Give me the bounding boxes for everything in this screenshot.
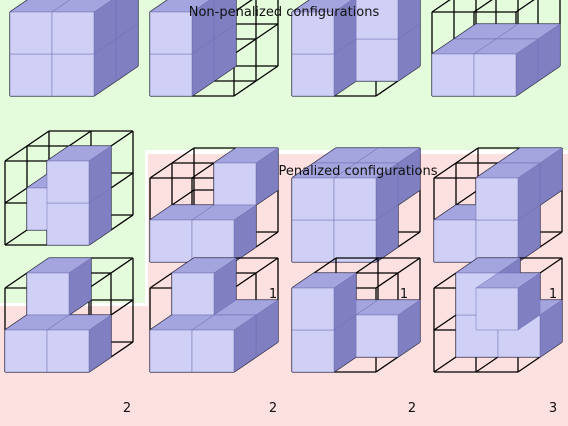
configuration-6: 1: [149, 147, 279, 302]
filled-cube: [291, 0, 357, 55]
configuration-5: [4, 130, 134, 246]
configuration-4: [431, 0, 561, 97]
filled-cells: [455, 257, 563, 358]
filled-cube: [171, 257, 237, 316]
filled-cube: [46, 145, 112, 204]
filled-cube: [213, 147, 279, 206]
non-penalized-heading: Non-penalized configurations: [188, 5, 380, 20]
filled-cube: [51, 0, 117, 55]
filled-cube: [355, 299, 421, 358]
penalty-label: 2: [408, 401, 416, 416]
filled-cube: [355, 0, 421, 40]
configuration-2: [149, 0, 279, 97]
filled-cube: [149, 0, 215, 55]
filled-cells: [291, 272, 421, 373]
configuration-9: 2: [4, 257, 134, 416]
filled-cube: [475, 162, 541, 221]
filled-cells: [433, 147, 563, 263]
penalty-label: 1: [400, 287, 408, 302]
configuration-7: 1: [291, 147, 421, 302]
penalized-region: [0, 154, 568, 426]
filled-cube: [191, 204, 257, 263]
non-penalized-region: [0, 0, 568, 303]
filled-cells: [4, 257, 112, 373]
filled-cells: [431, 23, 561, 97]
filled-cells: [291, 0, 421, 97]
filled-cells: [9, 0, 139, 97]
filled-cube: [291, 272, 357, 331]
penalty-label: 3: [549, 401, 557, 416]
penalty-label: 2: [269, 401, 277, 416]
configuration-1: [9, 0, 139, 97]
penalty-label: 1: [269, 287, 277, 302]
filled-cube: [26, 257, 92, 316]
filled-cube: [473, 38, 539, 97]
filled-cube: [333, 162, 399, 221]
penalized-heading: Penalized configurations: [278, 164, 438, 179]
filled-cells: [149, 0, 237, 97]
penalty-label: 1: [549, 287, 557, 302]
configuration-12: 3: [433, 257, 563, 416]
filled-cube: [46, 187, 112, 246]
penalty-label: 2: [123, 401, 131, 416]
filled-cells: [149, 257, 279, 373]
filled-cube: [46, 314, 112, 373]
configuration-11: 2: [291, 257, 421, 416]
filled-cube: [191, 314, 257, 373]
filled-cells: [149, 147, 279, 263]
configuration-10: 2: [149, 257, 279, 416]
filled-cube: [475, 272, 541, 331]
configuration-3: [291, 0, 421, 97]
filled-cells: [291, 147, 421, 263]
configuration-8: 1: [433, 147, 563, 302]
filled-cells: [26, 145, 112, 246]
